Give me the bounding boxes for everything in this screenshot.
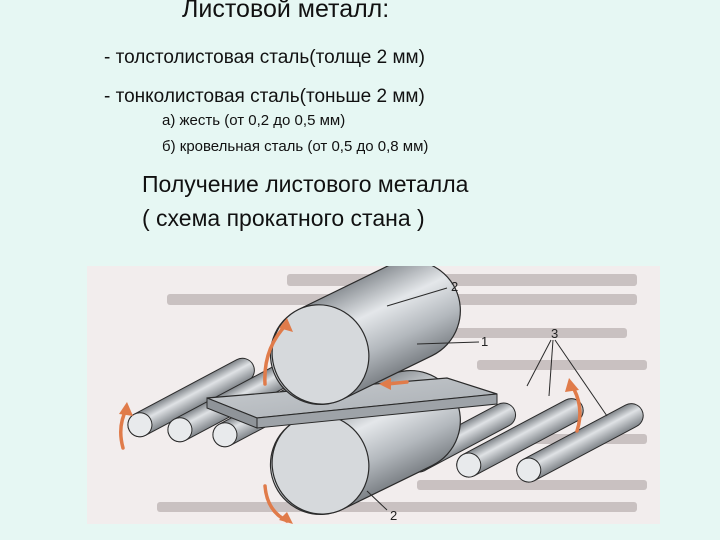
rolling-mill-figure: 2 1 3 2 xyxy=(87,266,660,524)
label-lower-roll: 2 xyxy=(390,508,397,523)
arrow-heads xyxy=(119,318,579,524)
slide-title: Листовой металл: xyxy=(182,0,390,23)
metal-sheet xyxy=(206,377,498,429)
item-thick-sheet: - толстолистовая сталь(толще 2 мм) xyxy=(104,47,425,68)
upper-work-roll xyxy=(269,266,461,406)
item-thin-sheet: - тонколистовая сталь(тоньше 2 мм) xyxy=(104,86,425,107)
label-sheet: 1 xyxy=(481,334,488,349)
heading-line-1: Получение листового металла xyxy=(142,171,469,197)
heading-line-2: ( схема прокатного стана ) xyxy=(142,205,425,231)
subitem-roofing-steel: б) кровельная сталь (от 0,5 до 0,8 мм) xyxy=(162,138,429,155)
label-conveyor-rolls: 3 xyxy=(551,326,558,341)
subitem-tin: а) жесть (от 0,2 до 0,5 мм) xyxy=(162,112,346,129)
label-upper-roll: 2 xyxy=(451,279,458,294)
leader-lines xyxy=(366,287,608,511)
